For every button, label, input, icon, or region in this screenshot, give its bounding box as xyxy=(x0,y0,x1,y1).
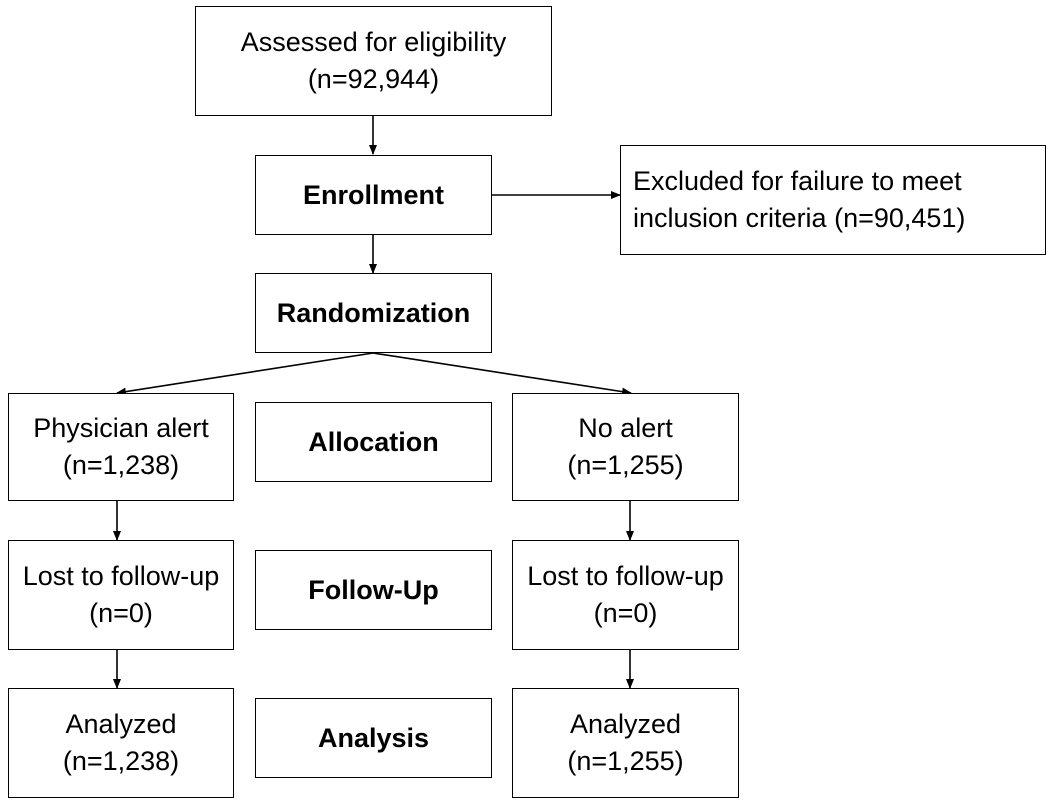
enrollment-box: Enrollment xyxy=(255,155,492,235)
right-analyzed-count: (n=1,255) xyxy=(567,746,684,776)
assessed-box: Assessed for eligibility (n=92,944) xyxy=(195,6,552,116)
excluded-label: Excluded for failure to meet xyxy=(633,166,962,196)
right-allocated-count: (n=1,255) xyxy=(567,450,684,480)
excluded-count: inclusion criteria (n=90,451) xyxy=(633,203,966,233)
right-lost-count: (n=0) xyxy=(593,598,658,628)
right-allocated-label: No alert xyxy=(578,413,673,443)
assessed-label: Assessed for eligibility xyxy=(240,27,507,57)
follow-up-stage-box: Follow-Up xyxy=(255,550,492,630)
left-lost-label: Lost to follow-up xyxy=(22,561,220,591)
follow-up-stage-label: Follow-Up xyxy=(308,574,439,605)
left-allocated-label: Physician alert xyxy=(33,413,209,443)
assessed-count: (n=92,944) xyxy=(307,64,440,94)
allocation-stage-label: Allocation xyxy=(308,426,439,457)
arrow-randomization-to-left-arm xyxy=(116,352,374,396)
right-analyzed-box: Analyzed (n=1,255) xyxy=(512,688,739,798)
left-allocated-box: Physician alert (n=1,238) xyxy=(8,393,234,501)
right-analyzed-label: Analyzed xyxy=(569,709,682,739)
left-analyzed-label: Analyzed xyxy=(65,709,177,739)
left-analyzed-box: Analyzed (n=1,238) xyxy=(8,688,234,798)
right-lost-label: Lost to follow-up xyxy=(527,561,724,591)
analysis-stage-label: Analysis xyxy=(317,722,430,753)
left-lost-box: Lost to follow-up (n=0) xyxy=(8,540,234,650)
randomization-box: Randomization xyxy=(255,273,492,353)
enrollment-label: Enrollment xyxy=(302,179,444,210)
left-analyzed-count: (n=1,238) xyxy=(62,746,180,776)
left-lost-count: (n=0) xyxy=(89,598,153,628)
excluded-box: Excluded for failure to meet inclusion c… xyxy=(620,145,1046,255)
analysis-stage-box: Analysis xyxy=(255,698,492,778)
randomization-label: Randomization xyxy=(276,297,471,328)
right-lost-box: Lost to follow-up (n=0) xyxy=(512,540,739,650)
arrow-randomization-to-right-arm xyxy=(372,352,632,396)
left-allocated-count: (n=1,238) xyxy=(62,450,180,480)
right-allocated-box: No alert (n=1,255) xyxy=(512,393,739,501)
allocation-stage-box: Allocation xyxy=(255,402,492,482)
